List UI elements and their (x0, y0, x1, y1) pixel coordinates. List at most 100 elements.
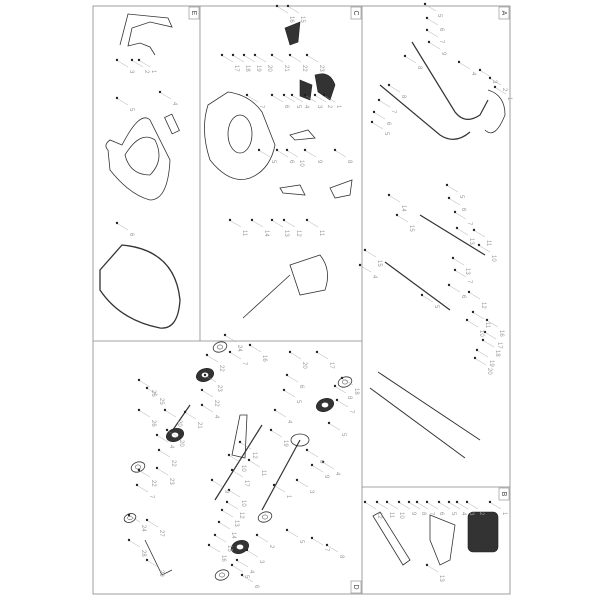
fastener (115, 221, 119, 225)
section-a-parts (369, 41, 506, 459)
fastener (157, 448, 161, 452)
fastener (228, 218, 232, 222)
drive-belt (231, 414, 248, 459)
callout-a-13: 13 (453, 258, 470, 275)
callout-b-9: 9 (399, 502, 416, 516)
fastener (397, 500, 401, 504)
section-letter-d: D (350, 580, 362, 594)
height-lever (279, 184, 306, 196)
fastener (395, 213, 399, 217)
rear-guard (314, 73, 336, 101)
svg-text:28: 28 (140, 550, 146, 557)
callout-c-5: 5 (259, 150, 276, 164)
svg-text:6: 6 (385, 122, 391, 126)
callout-d-5: 5 (232, 565, 249, 579)
fastener (115, 58, 119, 62)
hubcap (257, 511, 273, 523)
callout-d-13: 13 (222, 510, 239, 527)
callout-b-19: 19 (477, 350, 494, 367)
bag-frame (119, 13, 173, 56)
wheel (230, 540, 250, 554)
svg-text:20: 20 (178, 440, 184, 447)
clip-bracket (284, 21, 301, 46)
fasteners (115, 2, 497, 577)
callout-d-18: 18 (342, 378, 359, 395)
callout-d-4: 4 (237, 560, 254, 574)
svg-text:24: 24 (236, 345, 242, 352)
side-flap (299, 79, 313, 101)
callout-d-28: 28 (129, 540, 146, 557)
svg-text:13: 13 (283, 230, 289, 237)
callout-c-6: 6 (272, 95, 289, 109)
svg-text:6: 6 (438, 28, 444, 32)
callout-b-6: 6 (427, 502, 444, 516)
callout-a-8: 8 (389, 85, 406, 99)
svg-text:A: A (500, 11, 507, 16)
fastener (145, 558, 149, 562)
fastener (403, 54, 407, 58)
drive-shaft (214, 424, 263, 501)
callout-b-16: 16 (487, 320, 504, 337)
svg-text:11: 11 (485, 240, 491, 247)
callout-d-2: 2 (257, 535, 274, 549)
fastener (273, 408, 277, 412)
callout-a-6: 6 (427, 18, 444, 32)
svg-text:9: 9 (410, 512, 416, 516)
callout-d-4: 4 (275, 410, 292, 424)
svg-text:23: 23 (216, 385, 222, 392)
callout-d-15: 15 (215, 535, 232, 552)
callout-c-1: 1 (324, 95, 341, 109)
svg-text:23: 23 (168, 478, 174, 485)
callout-a-12: 12 (469, 292, 486, 309)
svg-text:8: 8 (400, 95, 406, 99)
fastener (425, 28, 429, 32)
svg-text:6: 6 (318, 460, 324, 464)
svg-text:17: 17 (233, 65, 239, 72)
fastener (305, 218, 309, 222)
callout-a-7: 7 (379, 100, 396, 114)
svg-text:17: 17 (243, 480, 249, 487)
svg-text:4: 4 (303, 105, 309, 109)
fastener (313, 93, 317, 97)
deck (204, 91, 276, 180)
svg-text:1: 1 (501, 512, 507, 516)
fastener (225, 500, 229, 504)
rod (242, 274, 291, 319)
fastener (333, 384, 337, 388)
svg-text:25: 25 (158, 398, 164, 405)
callout-a-4: 4 (459, 62, 476, 76)
callout-b-1: 1 (490, 502, 507, 516)
callout-d-7: 7 (337, 400, 354, 414)
svg-text:18: 18 (494, 350, 500, 357)
fastener (255, 533, 259, 537)
callout-d-6: 6 (242, 575, 259, 589)
svg-text:21: 21 (283, 65, 289, 72)
callout-d-16: 16 (250, 345, 267, 362)
wheel (315, 398, 335, 412)
callout-b-8: 8 (409, 502, 426, 516)
callout-c-20: 20 (255, 55, 272, 72)
fastener (248, 343, 252, 347)
fastener (447, 283, 451, 287)
callout-d-20: 20 (165, 410, 182, 427)
svg-text:22: 22 (218, 365, 224, 372)
fastener (488, 500, 492, 504)
svg-text:4: 4 (168, 445, 174, 449)
fastener (213, 533, 217, 537)
fastener (465, 318, 469, 322)
svg-text:5: 5 (128, 108, 134, 112)
fastener (485, 318, 489, 322)
fastener (282, 218, 286, 222)
svg-text:1: 1 (506, 97, 512, 101)
svg-text:27: 27 (158, 530, 164, 537)
fastener (423, 2, 427, 6)
svg-text:3: 3 (468, 512, 474, 516)
fastener (455, 500, 459, 504)
svg-text:29: 29 (158, 570, 164, 577)
callout-d-23: 23 (205, 375, 222, 392)
svg-text:10: 10 (240, 500, 246, 507)
callout-c-15: 15 (288, 6, 305, 23)
svg-text:12: 12 (376, 512, 382, 519)
callout-c-10: 10 (287, 150, 304, 167)
svg-text:6: 6 (128, 233, 134, 237)
